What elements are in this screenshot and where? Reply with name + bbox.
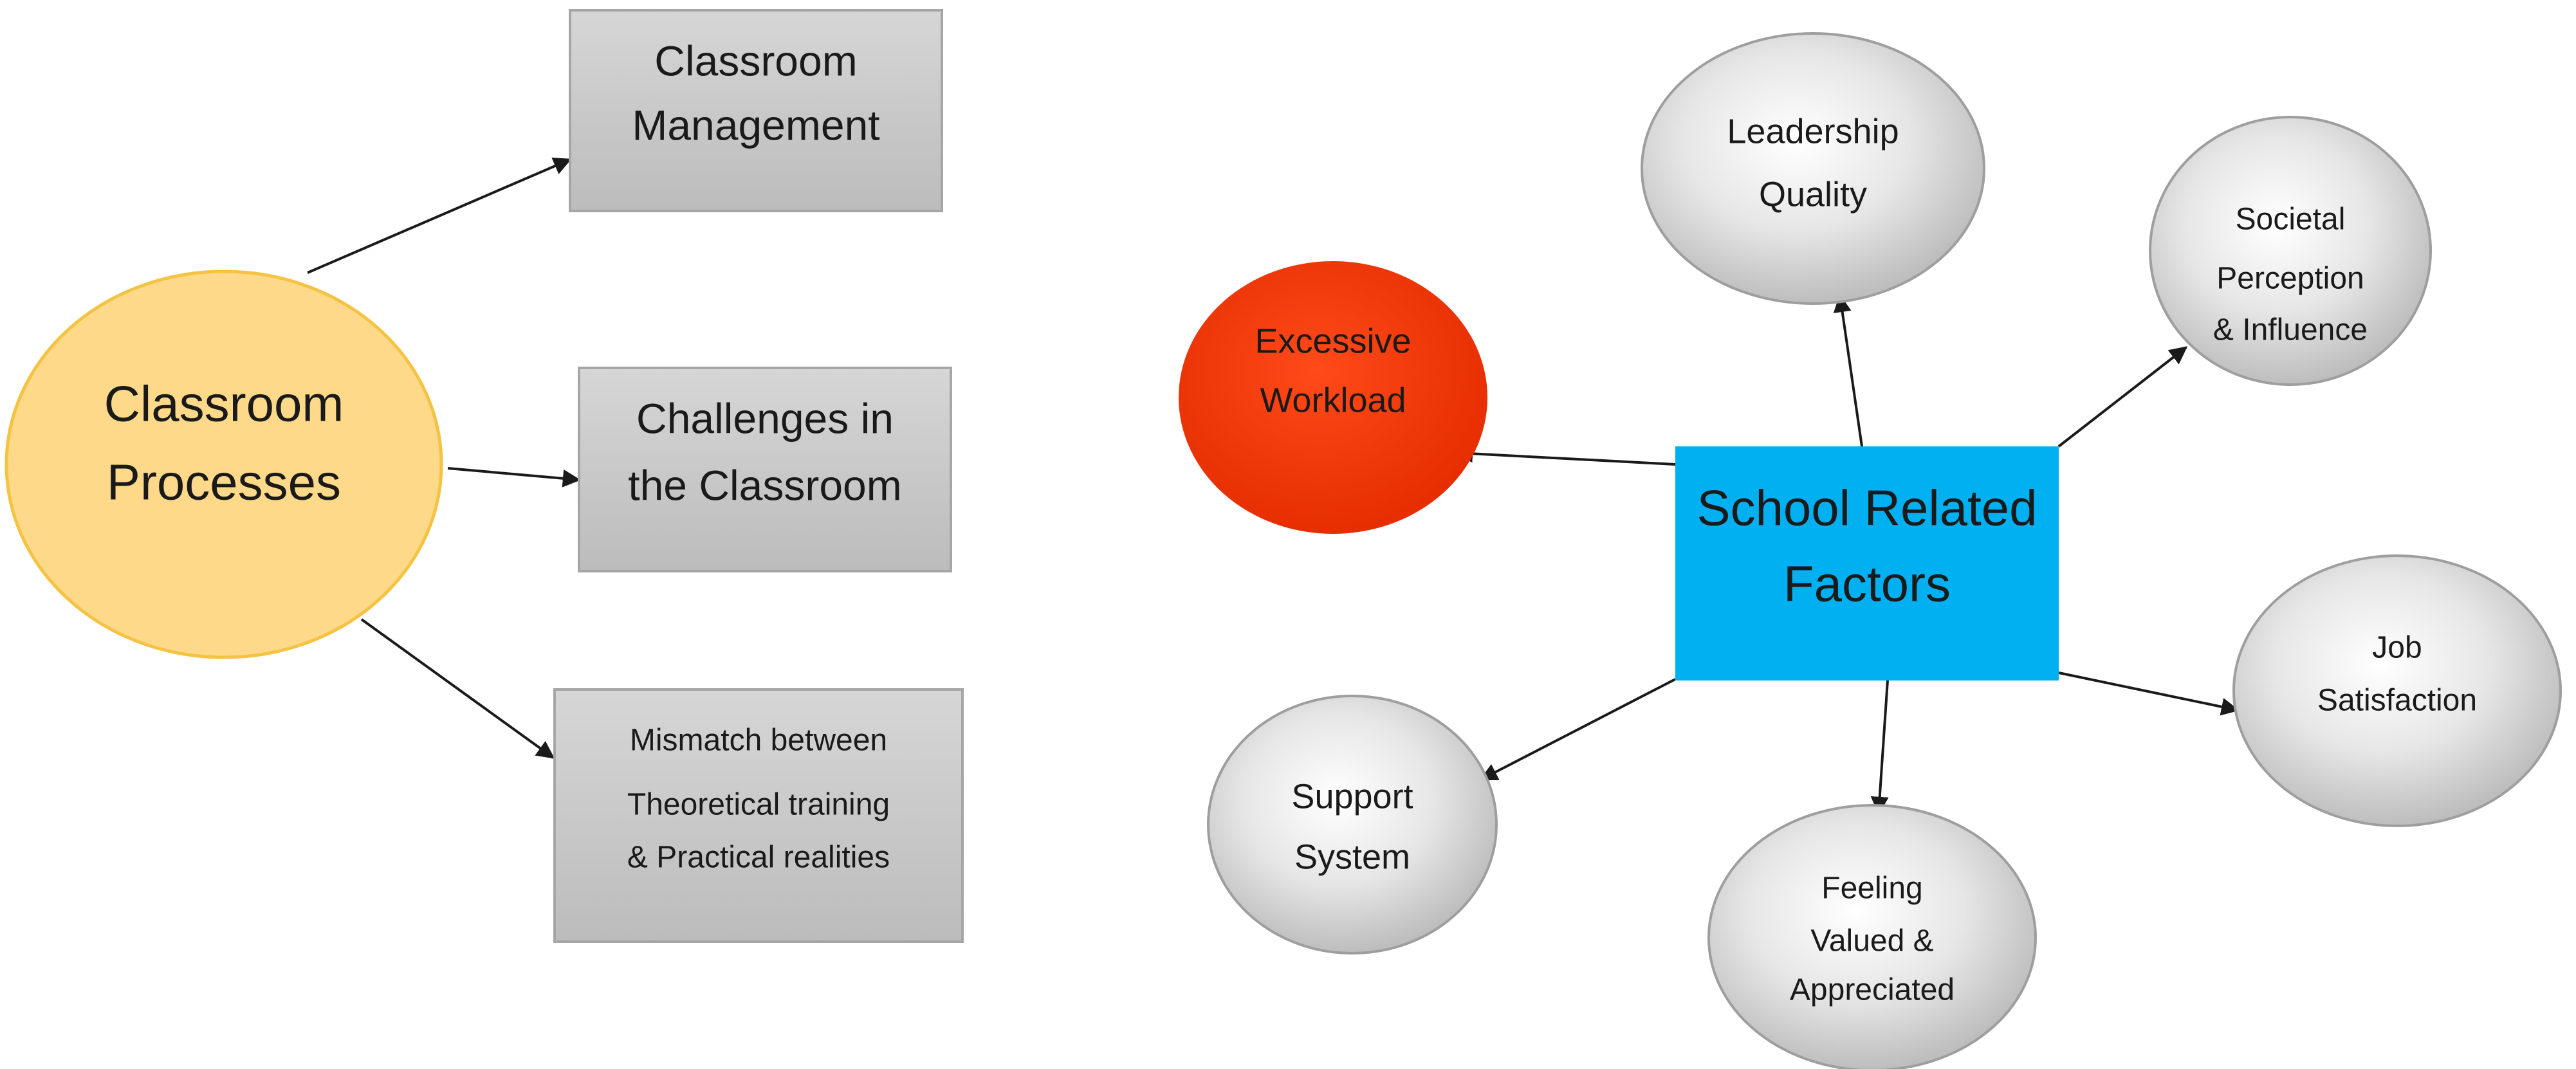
arrow-to-leadership-quality xyxy=(1833,294,1863,447)
classroom-processes-label-2: Processes xyxy=(107,454,341,511)
excessive-workload-node: Excessive Workload xyxy=(1179,261,1487,534)
leadership-quality-label-2: Quality xyxy=(1759,175,1867,214)
challenges-in-the-classroom-box: Challenges in the Classroom xyxy=(578,367,952,572)
job-satisfaction-label-1: Job xyxy=(2372,631,2422,665)
classroom-management-label-2: Management xyxy=(632,101,879,149)
societal-perception-label-2: Perception xyxy=(2216,262,2364,296)
arrow-to-challenges xyxy=(447,467,581,488)
societal-perception-label-3: & Influence xyxy=(2213,313,2368,347)
classroom-management-box: Classroom Management xyxy=(569,9,943,212)
mismatch-label-3: & Practical realities xyxy=(627,841,890,875)
school-related-factors-label-1: School Related xyxy=(1697,480,2037,536)
feeling-valued-node: Feeling Valued & Appreciated xyxy=(1707,804,2037,1069)
school-related-factors-node: School Related Factors xyxy=(1675,446,2059,681)
arrow-to-excessive-workload xyxy=(1455,444,1676,466)
classroom-processes-label-1: Classroom xyxy=(104,376,344,432)
left-diagram: Classroom Processes Classroom Management… xyxy=(5,9,964,943)
job-satisfaction-label-2: Satisfaction xyxy=(2317,684,2477,718)
support-system-label-1: Support xyxy=(1291,777,1413,816)
societal-perception-node: Societal Perception & Influence xyxy=(2149,116,2432,386)
classroom-management-label-1: Classroom xyxy=(654,37,857,84)
support-system-label-2: System xyxy=(1294,837,1410,876)
arrow-to-support-system xyxy=(1479,678,1676,781)
arrow-to-classroom-management xyxy=(307,158,572,274)
challenges-label-2: the Classroom xyxy=(628,461,902,509)
feeling-valued-label-2: Valued & xyxy=(1810,924,1933,958)
support-system-node: Support System xyxy=(1207,695,1498,955)
excessive-workload-label-1: Excessive xyxy=(1255,322,1411,360)
arrow-to-mismatch xyxy=(360,618,555,759)
arrow-to-job-satisfaction xyxy=(2058,672,2240,716)
leadership-quality-node: Leadership Quality xyxy=(1641,32,1985,305)
societal-perception-label-1: Societal xyxy=(2236,203,2346,237)
feeling-valued-label-3: Appreciated xyxy=(1790,973,1955,1007)
arrow-to-societal-perception xyxy=(2057,346,2188,448)
job-satisfaction-node: Job Satisfaction xyxy=(2232,554,2562,827)
challenges-label-1: Challenges in xyxy=(636,394,894,442)
mismatch-label-2: Theoretical training xyxy=(627,788,890,822)
feeling-valued-label-1: Feeling xyxy=(1821,872,1922,906)
arrow-to-feeling-valued xyxy=(1870,680,1889,815)
right-diagram: Excessive Workload Leadership Quality So… xyxy=(1179,32,2562,1069)
mismatch-label-1: Mismatch between xyxy=(630,724,887,758)
leadership-quality-label-1: Leadership xyxy=(1727,112,1899,151)
excessive-workload-label-2: Workload xyxy=(1260,381,1406,419)
mismatch-box: Mismatch between Theoretical training & … xyxy=(553,688,964,943)
classroom-processes-node: Classroom Processes xyxy=(5,270,443,659)
school-related-factors-label-2: Factors xyxy=(1783,556,1951,612)
